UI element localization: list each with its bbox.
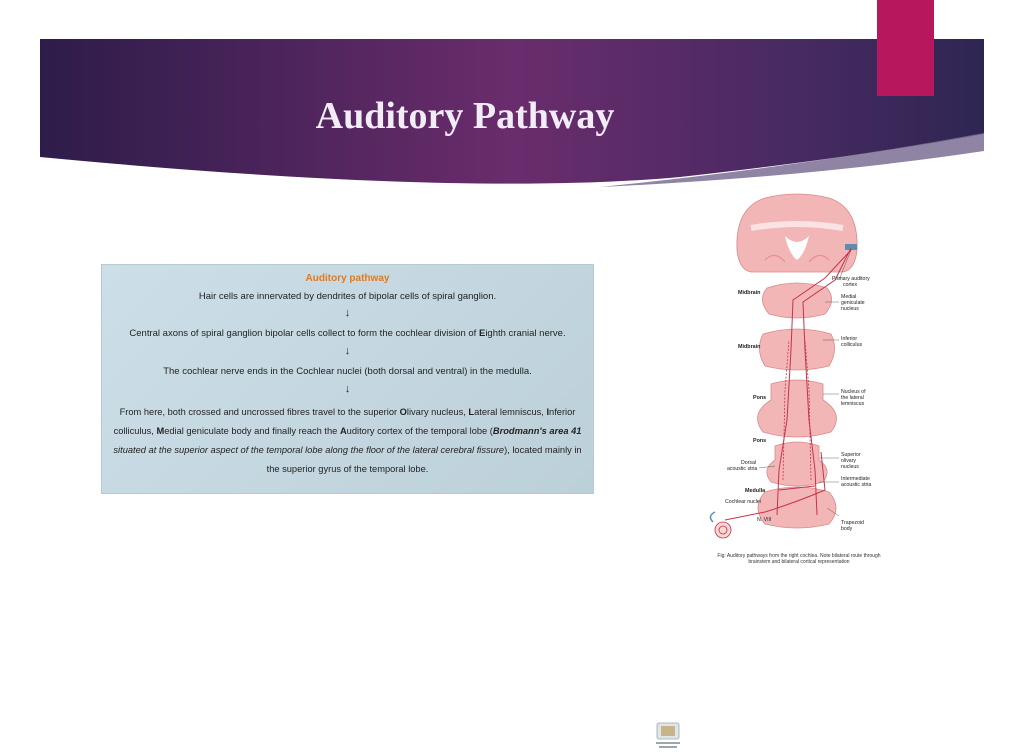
- accent-bar: [877, 0, 934, 96]
- watermark-logo-icon: [656, 722, 680, 748]
- label-cochlear-nuclei: Cochlear nuclei: [725, 499, 761, 505]
- label-midbrain-lower: Midbrain: [738, 344, 760, 350]
- step-2-text: Central axons of spiral ganglion bipolar…: [129, 328, 566, 339]
- cerebrum-section: [736, 193, 858, 273]
- label-pons-upper: Pons: [753, 395, 766, 401]
- label-leaders: [758, 249, 852, 517]
- down-arrow-icon: ↓: [344, 345, 351, 357]
- label-pons-lower: Pons: [753, 438, 766, 444]
- contralateral-lines: [782, 339, 812, 481]
- cochlea-icon: [709, 511, 732, 539]
- step-1-text: Hair cells are innervated by dendrites o…: [198, 291, 497, 302]
- pathway-card: Auditory pathway Hair cells are innervat…: [101, 264, 680, 748]
- label-n-viii: N. VIII: [757, 517, 771, 523]
- card-heading: Auditory pathway: [305, 273, 390, 284]
- step-4-text: From here, both crossed and uncrossed fi…: [113, 407, 582, 474]
- midbrain-upper-section: [762, 282, 832, 319]
- down-arrow-icon: ↓: [344, 383, 351, 395]
- midbrain-lower-section: [759, 328, 835, 371]
- step-3-text: The cochlear nerve ends in the Cochlear …: [163, 366, 532, 377]
- label-midbrain-upper: Midbrain: [738, 290, 760, 296]
- pons-upper-section: [757, 379, 837, 438]
- pons-lower-section: [766, 441, 828, 487]
- slide-title: Auditory Pathway: [315, 95, 615, 137]
- diagram-caption: Fig: Auditory pathways from the right co…: [717, 553, 881, 565]
- title-banner: [40, 39, 984, 187]
- label-medulla: Medulla: [745, 488, 766, 494]
- pathway-lines: [724, 247, 852, 521]
- down-arrow-icon: ↓: [344, 307, 351, 319]
